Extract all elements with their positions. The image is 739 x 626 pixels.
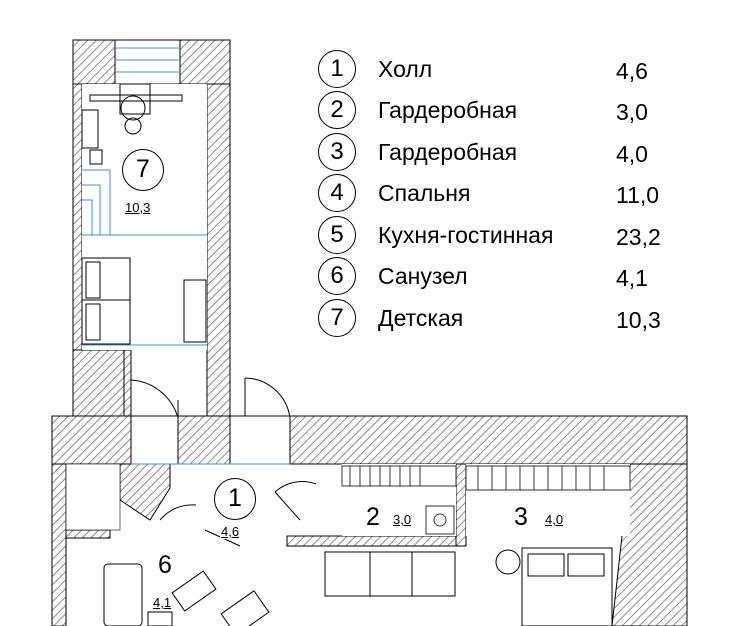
- room-3-area: 4,0: [545, 512, 564, 527]
- legend-room-name: Детская: [378, 305, 464, 331]
- legend-room-name: Гардеробная: [378, 97, 518, 123]
- legend-room-name: Спальня: [378, 180, 471, 206]
- legend-number: 1: [318, 50, 356, 88]
- legend-number: 3: [318, 133, 356, 171]
- legend-number: 5: [318, 216, 356, 254]
- legend-number: 2: [318, 91, 356, 129]
- legend-room-area: 10,3: [616, 307, 661, 333]
- rooms-lower: [65, 463, 630, 536]
- sofa: [324, 551, 456, 597]
- room-2-area: 3,0: [393, 512, 412, 527]
- room-1-area: 4,6: [220, 524, 241, 539]
- room-2-number: 2: [366, 503, 380, 531]
- room-1-number: 1: [214, 478, 256, 520]
- legend-room-name: Кухня-гостинная: [378, 222, 554, 248]
- room-3-number: 3: [514, 503, 528, 531]
- legend-number: 4: [318, 174, 356, 212]
- legend-room-name: Холл: [378, 56, 433, 82]
- wardrobe-rails: [341, 465, 631, 535]
- desk-chair: [81, 83, 183, 165]
- legend-room-area: 4,0: [616, 141, 648, 167]
- legend-room-name: Санузел: [378, 263, 468, 289]
- window-room-7: [114, 39, 181, 85]
- lower-walls: [51, 415, 688, 626]
- room-6-area: 4,1: [153, 595, 172, 610]
- entry-doors: [130, 377, 291, 419]
- room-6-number: 6: [158, 551, 172, 579]
- room-7-number: 7: [122, 149, 164, 191]
- bedroom-furniture: [495, 547, 613, 626]
- room-7-area: 10,3: [124, 200, 152, 215]
- legend-number: 6: [318, 257, 356, 295]
- bed-room-7: [81, 257, 207, 345]
- legend-room-area: 11,0: [616, 182, 660, 208]
- legend-room-area: 3,0: [616, 99, 648, 125]
- legend-room-area: 4,6: [616, 58, 648, 84]
- bath-fixtures: [103, 563, 270, 626]
- legend-room-name: Гардеробная: [378, 139, 518, 165]
- stairs: [82, 169, 111, 235]
- legend-number: 7: [318, 299, 356, 337]
- legend-room-area: 4,1: [616, 265, 648, 291]
- upper-wing-walls: [72, 39, 231, 417]
- legend-room-area: 23,2: [616, 224, 661, 250]
